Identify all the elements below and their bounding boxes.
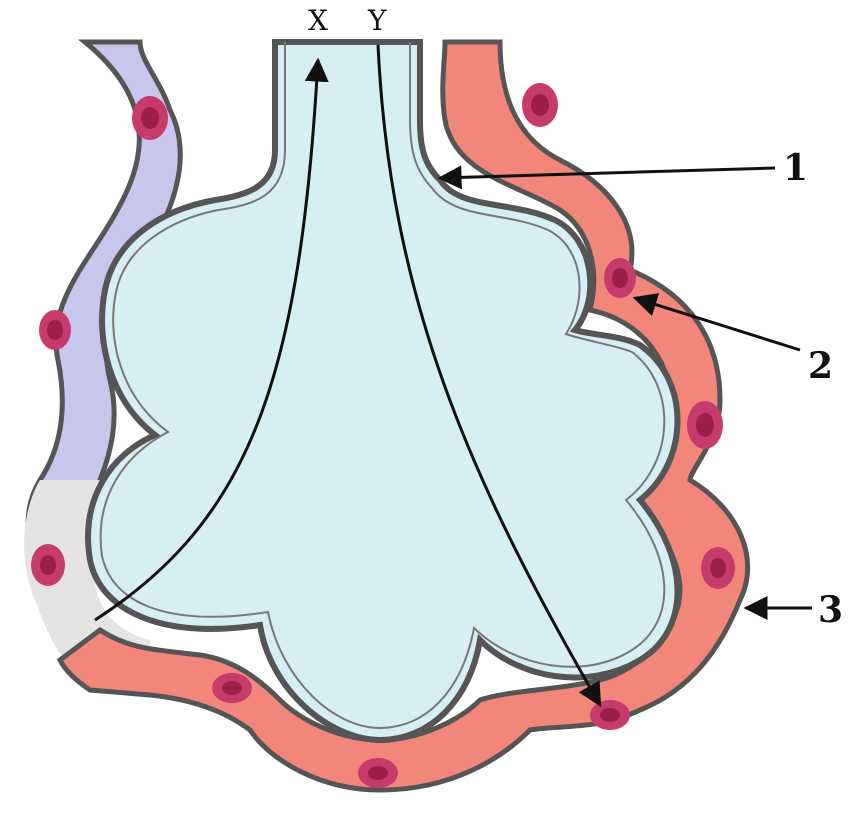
red-blood-cell bbox=[590, 700, 630, 730]
red-blood-cell bbox=[212, 673, 252, 703]
flow-label-x: X bbox=[308, 4, 328, 37]
red-blood-cell bbox=[358, 758, 398, 788]
red-blood-cell bbox=[701, 547, 735, 589]
red-blood-cell bbox=[604, 258, 636, 298]
red-blood-cell bbox=[39, 310, 71, 350]
red-blood-cell bbox=[132, 96, 168, 140]
red-blood-cell bbox=[687, 401, 723, 449]
callout-label-1: 1 bbox=[783, 147, 808, 189]
flow-label-y: Y bbox=[367, 4, 387, 37]
red-blood-cell bbox=[31, 544, 65, 586]
callout-label-3: 3 bbox=[818, 589, 843, 631]
red-blood-cell bbox=[522, 83, 558, 127]
callout-label-2: 2 bbox=[808, 345, 833, 387]
